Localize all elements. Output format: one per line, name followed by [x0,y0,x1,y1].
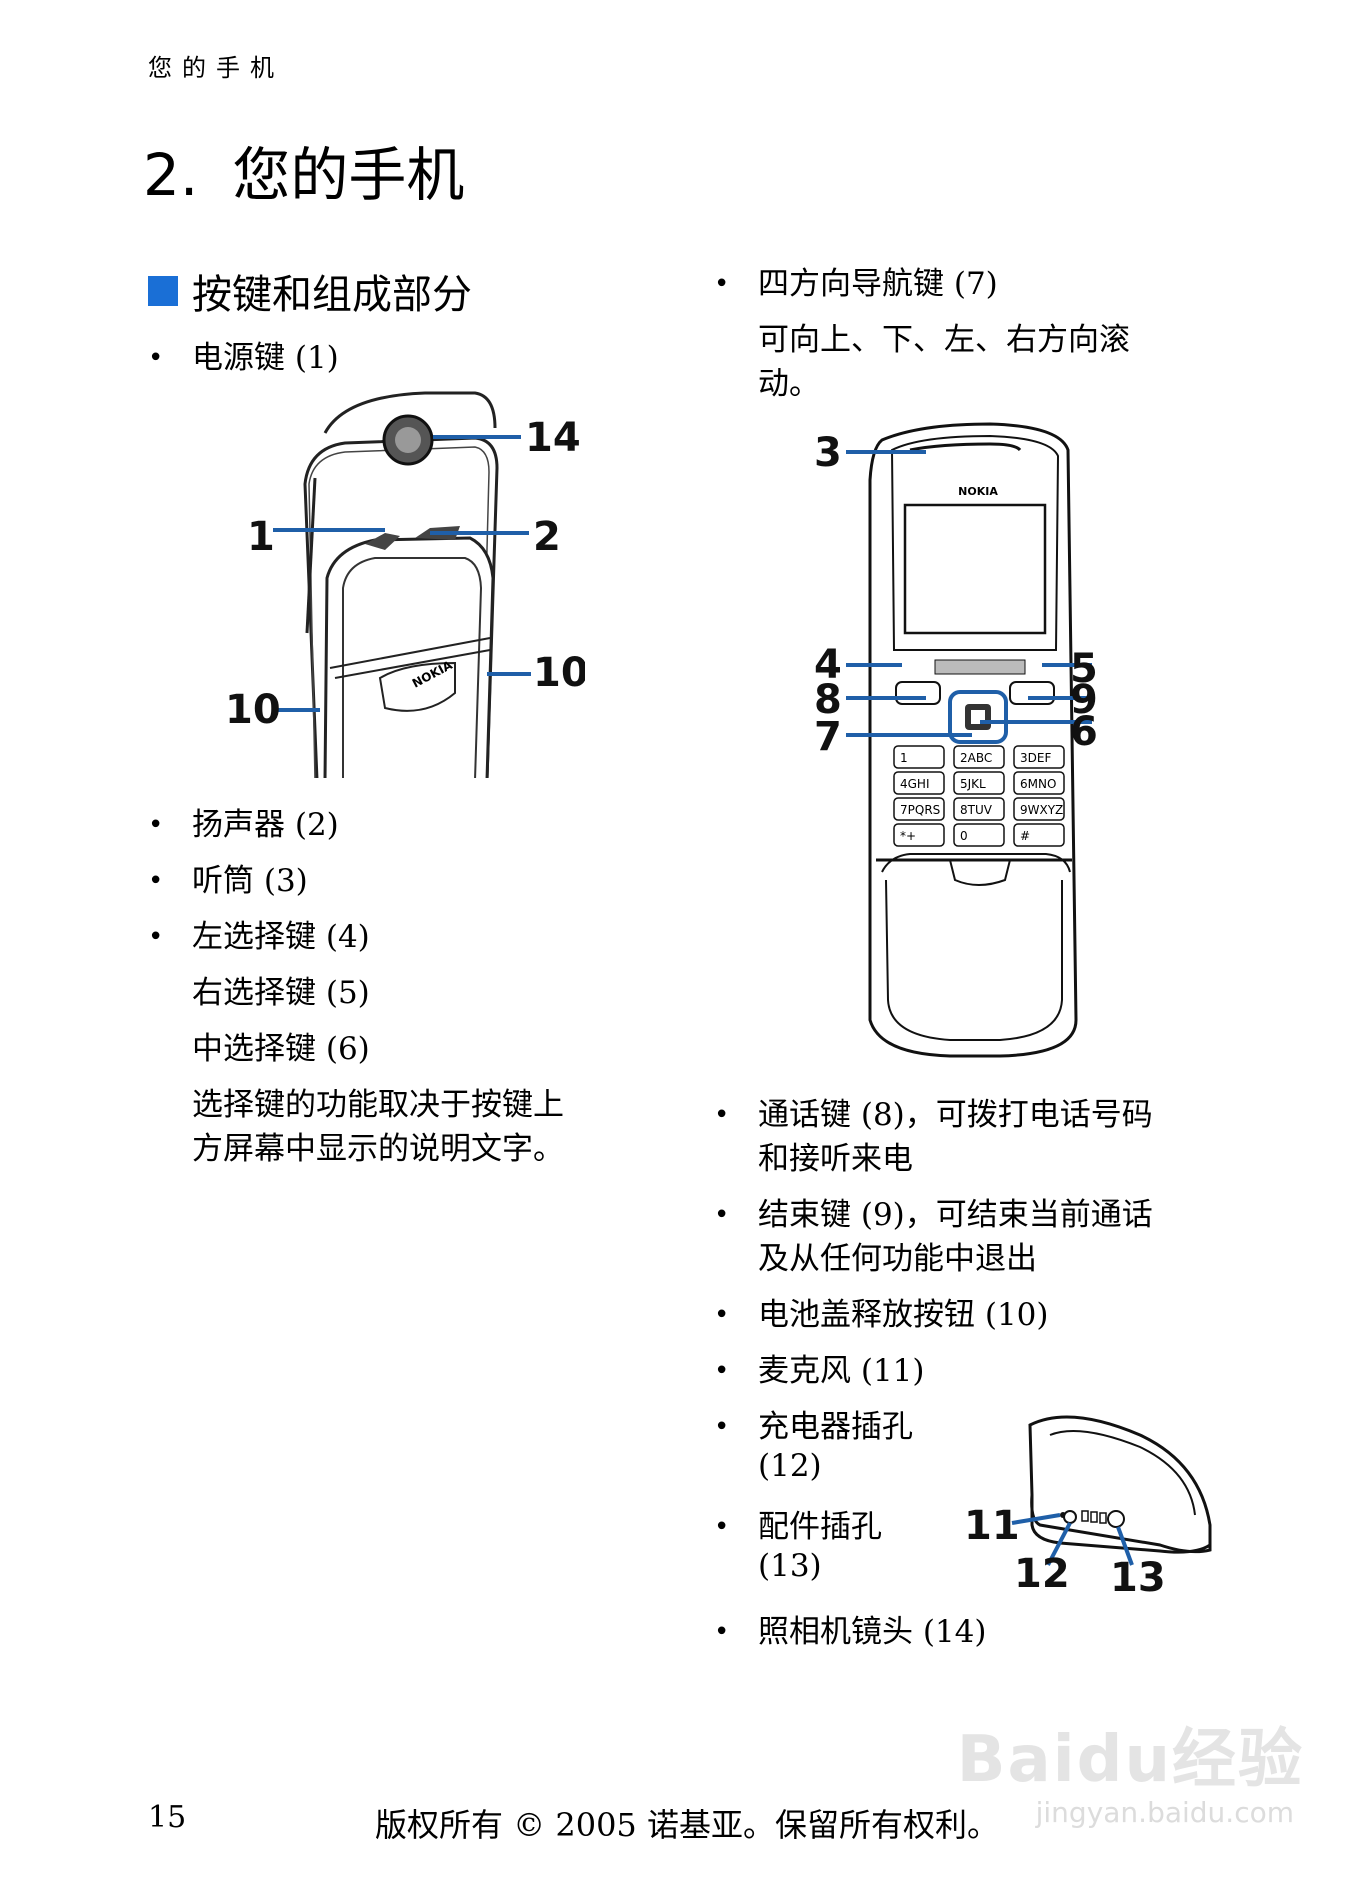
key-2: 2ABC [960,751,992,765]
list-subline: 选择键的功能取决于按键上 [192,1087,564,1123]
callout-3: 3 [814,430,842,476]
callout-10b: 10 [225,687,281,733]
bullet-icon: • [148,866,164,896]
running-header: 您的手机 [148,54,284,82]
callout-13: 13 [1110,1555,1166,1595]
list-item: 充电器插孔 [758,1409,913,1445]
bullet-icon: • [714,1300,730,1330]
key-5: 5JKL [960,777,986,791]
list-item: 麦克风 (11) [758,1353,925,1389]
bullet-icon: • [714,1412,730,1442]
bullet-icon: • [714,1356,730,1386]
bullet-icon: • [714,1617,730,1647]
list-subline: 可向上、下、左、右方向滚 [758,322,1130,358]
figure-phone-open-back: NOKIA 14 1 2 10 10 [225,391,585,778]
callout-7: 7 [814,714,842,760]
callout-8: 8 [814,677,842,723]
key-0: 0 [960,829,968,843]
key-7: 7PQRS [900,803,940,817]
key-8: 8TUV [960,803,993,817]
list-subline: 及从任何功能中退出 [758,1241,1037,1277]
list-item: 通话键 (8)，可拨打电话号码 [758,1097,1153,1133]
list-subline: 方屏幕中显示的说明文字。 [192,1131,564,1167]
bullet-icon: • [148,810,164,840]
list-item: 结束键 (9)，可结束当前通话 [758,1197,1153,1233]
section-title: 按键和组成部分 [192,272,472,318]
chapter-title: 您的手机 [232,141,465,209]
figure-phone-front: NOKIA 1 2ABC 3DEF 4GHI 5JKL 6MNO 7PQRS 8… [814,422,1098,1058]
bullet-icon: • [714,1512,730,1542]
key-1: 1 [900,751,908,765]
callout-4: 4 [814,642,842,688]
key-6: 6MNO [1020,777,1056,791]
callout-10a: 10 [533,650,585,696]
callout-1: 1 [247,514,275,560]
key-4: 4GHI [900,777,930,791]
callout-2: 2 [533,514,561,560]
copyright-line: 版权所有 © 2005 诺基亚。保留所有权利。 [375,1806,999,1844]
list-item: 电池盖释放按钮 (10) [758,1297,1049,1333]
key-9: 9WXYZ [1020,803,1063,817]
bullet-icon: • [714,269,730,299]
list-item: 左选择键 (4) [192,919,370,955]
list-item: 照相机镜头 (14) [758,1614,987,1650]
list-subline: 右选择键 (5) [192,975,370,1011]
watermark-logo: Baidu经验 [956,1723,1304,1797]
page-number: 15 [148,1800,187,1835]
bullet-icon: • [714,1200,730,1230]
list-item: 扬声器 (2) [192,807,339,843]
list-subline: (13) [758,1548,822,1584]
key-star: *+ [900,829,916,843]
key-3: 3DEF [1020,751,1051,765]
nokia-logo: NOKIA [958,485,998,498]
chapter-heading: 2. 您的手机 [143,128,464,212]
figure-phone-bottom: 11 12 13 [964,1415,1212,1595]
bullet-icon: • [148,343,164,373]
callout-6: 6 [1070,709,1098,755]
watermark-url: jingyan.baidu.com [1035,1796,1294,1829]
list-subline: 动。 [758,366,820,402]
list-subline: 中选择键 (6) [192,1031,370,1067]
list-subline: 和接听来电 [758,1141,913,1177]
keypad: 1 2ABC 3DEF 4GHI 5JKL 6MNO 7PQRS 8TUV 9W… [893,745,1065,847]
callout-12: 12 [1014,1551,1070,1595]
bullet-icon: • [148,922,164,952]
section-marker-icon [148,276,178,306]
section-heading: 按键和组成部分 [148,262,472,320]
callout-5: 5 [1070,646,1098,692]
callout-11: 11 [964,1503,1020,1549]
chapter-number: 2. [143,141,199,209]
list-subline: (12) [758,1448,822,1484]
callout-9: 9 [1070,677,1098,723]
list-item: 配件插孔 [758,1509,882,1545]
list-item: 听筒 (3) [192,863,308,899]
list-item: 四方向导航键 (7) [758,266,998,302]
callout-14: 14 [525,415,581,461]
list-item: 电源键 (1) [192,340,339,376]
bullet-icon: • [714,1100,730,1130]
key-hash: # [1020,829,1030,843]
